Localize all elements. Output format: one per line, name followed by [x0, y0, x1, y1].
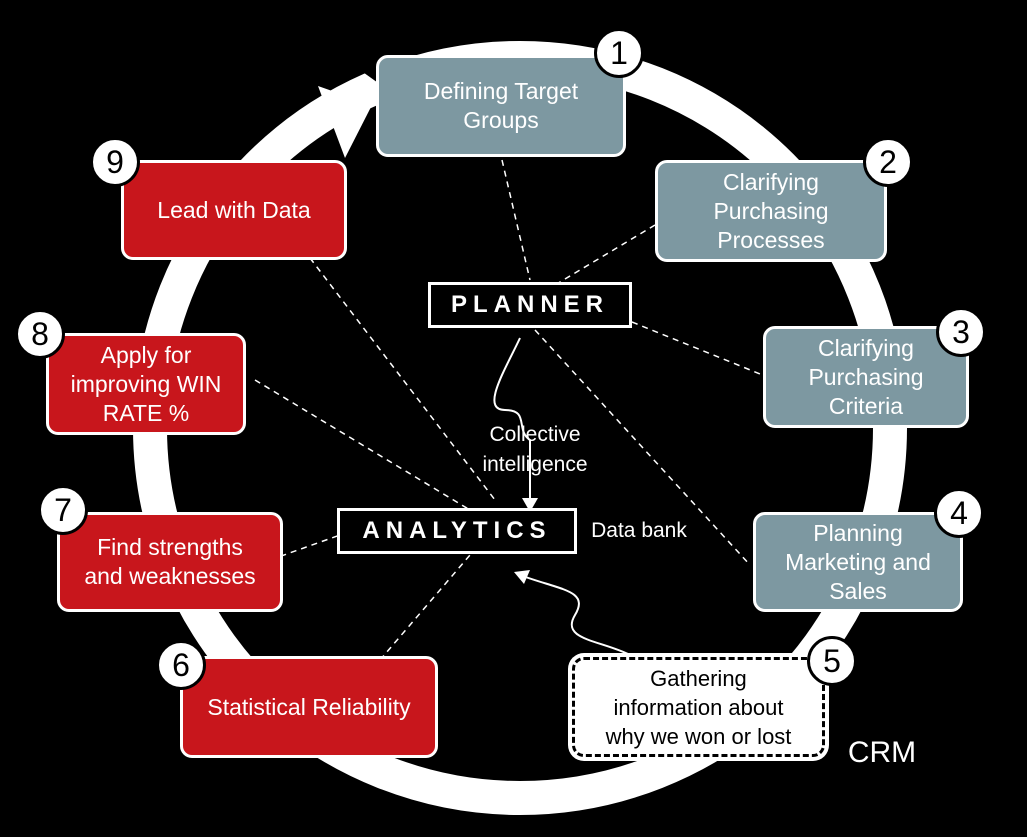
step-4-box: Planning Marketing and Sales	[753, 512, 963, 612]
dashed-spokes	[254, 159, 771, 661]
step-9-number: 9	[90, 137, 140, 187]
step-4-number: 4	[934, 488, 984, 538]
step-5-box: Gathering information about why we won o…	[572, 657, 825, 757]
step-2-box: Clarifying Purchasing Processes	[655, 160, 887, 262]
step-9-box: Lead with Data	[121, 160, 347, 260]
step-6-number: 6	[156, 640, 206, 690]
step-8-number: 8	[15, 309, 65, 359]
collective-intelligence-label: Collective intelligence	[482, 423, 588, 476]
analytics-label: ANALYTICS	[337, 508, 577, 554]
planner-to-analytics-arrowhead	[522, 498, 538, 512]
planner-label: PLANNER	[428, 282, 632, 328]
cycle-arrowhead	[318, 86, 372, 158]
step-3-number: 3	[936, 307, 986, 357]
step-7-number: 7	[38, 485, 88, 535]
gathering-to-analytics-arrow	[519, 574, 631, 656]
step-1-box: Defining Target Groups	[376, 55, 626, 157]
step-1-number: 1	[594, 28, 644, 78]
step-5-number: 5	[807, 636, 857, 686]
crm-label: CRM	[847, 736, 917, 769]
step-7-box: Find strengths and weaknesses	[57, 512, 283, 612]
step-3-box: Clarifying Purchasing Criteria	[763, 326, 969, 428]
data-bank-label: Data bank	[591, 519, 687, 542]
step-8-box: Apply for improving WIN RATE %	[46, 333, 246, 435]
step-2-number: 2	[863, 137, 913, 187]
planner-to-analytics-arrow	[493, 337, 531, 505]
step-6-box: Statistical Reliability	[180, 656, 438, 758]
gathering-to-analytics-arrowhead	[514, 570, 530, 584]
